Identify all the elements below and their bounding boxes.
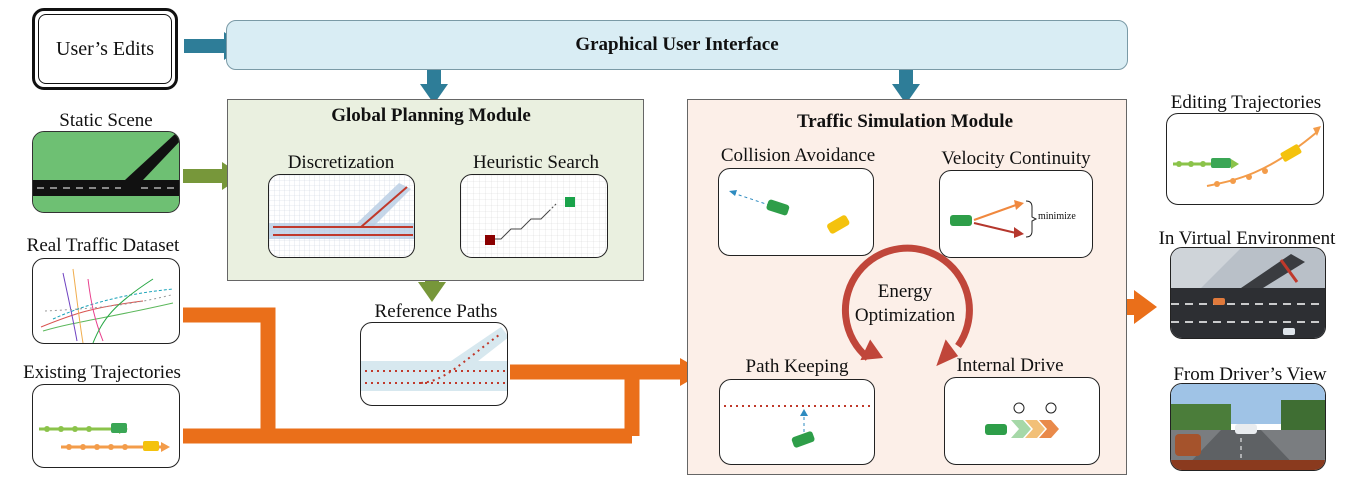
energy-label: Energy — [877, 281, 933, 302]
energy-optimization-cycle — [841, 244, 973, 367]
optimization-label: Optimization — [854, 305, 956, 326]
discretization-image — [268, 174, 415, 258]
internal-drive-label: Internal Drive — [956, 355, 1064, 376]
velocity-continuity-image: minimize — [939, 170, 1093, 258]
road-map-thumbnail — [33, 132, 179, 212]
velocity-continuity-label: Velocity Continuity — [941, 148, 1091, 169]
existing-trajectories-label: Existing Trajectories — [23, 362, 181, 383]
collision-avoidance-label: Collision Avoidance — [720, 145, 876, 166]
orange-flow-lines — [183, 307, 680, 444]
path-keeping-image — [719, 379, 875, 465]
gui-title: Graphical User Interface — [575, 34, 779, 55]
collision-avoidance-image — [718, 168, 874, 256]
reference-paths-label: Reference Paths — [374, 301, 498, 322]
collision-avoidance-diagram — [729, 190, 850, 234]
heuristic-search-image — [460, 174, 608, 258]
real-traffic-dataset-label: Real Traffic Dataset — [26, 235, 180, 256]
velocity-continuity-diagram — [950, 200, 1038, 238]
traffic-simulation-title: Traffic Simulation Module — [796, 111, 1014, 132]
virtual-environment-image — [1170, 247, 1326, 339]
static-scene-label: Static Scene — [59, 110, 153, 131]
real-traffic-dataset-image — [32, 258, 180, 344]
traffic-trajectory-plot — [40, 268, 174, 343]
discretization-label: Discretization — [287, 152, 395, 173]
minimize-label: minimize — [1038, 211, 1076, 222]
driver-view-label: From Driver’s View — [1173, 364, 1327, 385]
path-keeping-diagram — [724, 405, 872, 448]
virtual-environment-label: In Virtual Environment — [1158, 228, 1336, 249]
path-keeping-label: Path Keeping — [745, 356, 849, 377]
internal-drive-image — [944, 377, 1100, 465]
reference-paths-image — [360, 322, 508, 406]
heuristic-search-label: Heuristic Search — [472, 152, 600, 173]
virtual-environment-render — [1171, 248, 1325, 338]
internal-drive-diagram — [985, 402, 1059, 438]
editing-trajectories-diagram — [1173, 126, 1321, 187]
editing-trajectories-label: Editing Trajectories — [1170, 92, 1322, 113]
driver-view-render — [1171, 384, 1325, 470]
global-planning-title: Global Planning Module — [331, 105, 531, 126]
heuristic-search-grid — [461, 175, 607, 257]
user-edits-box: User’s Edits — [32, 8, 178, 90]
gui-bar: Graphical User Interface — [226, 20, 1128, 70]
user-edits-label: User’s Edits — [56, 37, 154, 60]
static-scene-image — [32, 131, 180, 213]
orange-arrowhead-output — [1134, 290, 1157, 324]
existing-trajectories-image — [32, 384, 180, 468]
driver-view-image — [1170, 383, 1326, 471]
reference-paths-plot — [361, 327, 507, 391]
trajectory-thumbnail — [39, 423, 170, 452]
editing-trajectories-image — [1166, 113, 1324, 205]
grid-discretization — [269, 175, 414, 257]
